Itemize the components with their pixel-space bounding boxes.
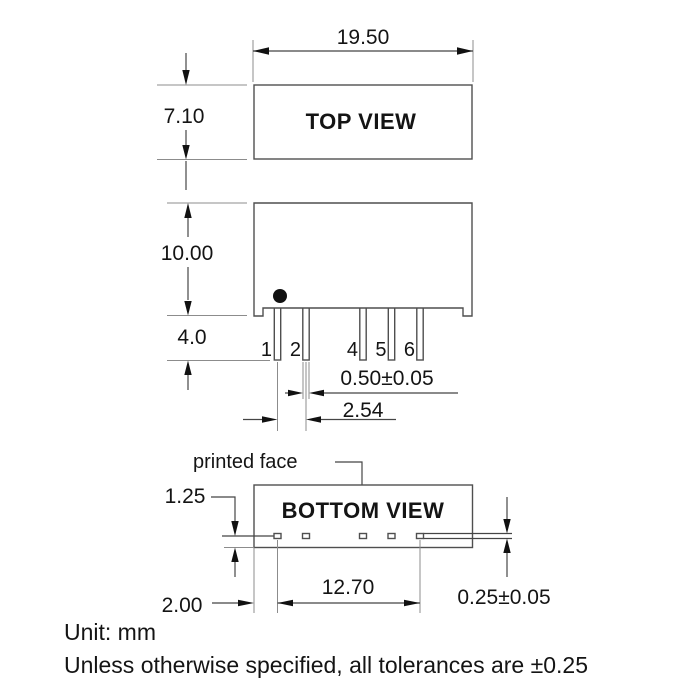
arrowhead-right-icon xyxy=(288,389,303,397)
dimension-pin-pitch-2-54: 2.54 xyxy=(243,362,396,431)
dimension-pin-to-edge-1-25: 1.25 xyxy=(165,485,239,577)
leader-line xyxy=(335,461,363,485)
dimension-value: 12.70 xyxy=(322,576,375,599)
dimension-width-19-50: 19.50 xyxy=(252,26,474,82)
dimension-edge-to-pin-2-00: 2.00 xyxy=(162,547,255,617)
pin-number: 4 xyxy=(347,339,358,361)
side-view: 1 2 4 5 6 10.00 4.0 xyxy=(161,202,473,431)
pin-1-marker-dot xyxy=(273,289,287,303)
side-view-body-outline xyxy=(253,202,473,317)
pad-5 xyxy=(387,532,396,540)
pin-5 xyxy=(387,305,396,361)
arrowhead-down-icon xyxy=(182,70,190,85)
dimension-pin-width-0-50: 0.50±0.05 xyxy=(285,362,458,399)
drawing-notes: Unit: mm Unless otherwise specified, all… xyxy=(64,619,588,678)
printed-face-callout: printed face xyxy=(193,451,363,485)
top-view-body-outline xyxy=(253,84,473,160)
dimension-value: 0.25±0.05 xyxy=(457,586,550,609)
dimension-pin-row-span-12-70: 12.70 xyxy=(277,540,421,613)
arrowhead-down-icon xyxy=(182,145,190,160)
top-view-label: TOP VIEW xyxy=(306,109,417,134)
dimension-body-height-10-00: 10.00 xyxy=(161,202,247,316)
dimension-value: 2.54 xyxy=(343,399,384,422)
arrowhead-up-icon xyxy=(184,203,192,218)
dimension-value: 1.25 xyxy=(165,485,206,508)
top-view: 19.50 7.10 TOP VIEW xyxy=(157,26,474,190)
printed-face-label: printed face xyxy=(193,451,298,473)
dimension-value: 19.50 xyxy=(337,26,390,49)
arrowhead-down-icon xyxy=(184,301,192,316)
arrowhead-left-icon xyxy=(277,599,293,607)
dimension-value: 4.0 xyxy=(177,326,206,349)
unit-note: Unit: mm xyxy=(64,619,156,645)
leader-line xyxy=(211,496,236,521)
pin-number: 2 xyxy=(290,339,301,361)
pin-2 xyxy=(302,305,310,361)
pin-4 xyxy=(359,305,367,361)
dimension-value: 10.00 xyxy=(161,242,214,265)
pin-number: 5 xyxy=(375,339,386,361)
pad-1 xyxy=(273,532,282,540)
arrowhead-right-icon xyxy=(457,47,473,55)
tolerance-note: Unless otherwise specified, all toleranc… xyxy=(64,652,588,678)
arrowhead-left-icon xyxy=(309,389,324,397)
arrowhead-up-icon xyxy=(184,360,192,375)
pin-1 xyxy=(273,305,282,361)
pad-6 xyxy=(415,532,425,540)
arrowhead-right-icon xyxy=(404,599,420,607)
dimension-value: 0.50±0.05 xyxy=(340,367,433,390)
bottom-view-label: BOTTOM VIEW xyxy=(282,498,445,523)
pin-number: 6 xyxy=(404,339,415,361)
pad-4 xyxy=(358,532,368,540)
dimension-pin-thickness-0-25: 0.25±0.05 xyxy=(457,497,551,609)
dimension-height-7-10: 7.10 xyxy=(157,53,247,190)
dimension-value: 2.00 xyxy=(162,594,203,617)
dimension-pin-length-4-0: 4.0 xyxy=(167,326,270,390)
pads xyxy=(273,532,425,540)
arrowhead-up-icon xyxy=(231,547,239,562)
pin-6 xyxy=(416,305,424,361)
pin-number: 1 xyxy=(261,339,272,361)
arrowhead-up-icon xyxy=(503,538,511,553)
arrowhead-left-icon xyxy=(306,416,321,423)
arrowhead-down-icon xyxy=(231,521,239,536)
arrowhead-right-icon xyxy=(238,599,254,607)
arrowhead-down-icon xyxy=(503,519,511,534)
arrowhead-right-icon xyxy=(262,416,278,423)
bottom-view: printed face BOTTOM VIEW 1.25 xyxy=(162,451,551,617)
pad-2 xyxy=(301,532,311,540)
arrowhead-left-icon xyxy=(253,47,269,55)
pin-number-labels: 1 2 4 5 6 xyxy=(261,339,415,361)
dimension-value: 7.10 xyxy=(164,105,205,128)
